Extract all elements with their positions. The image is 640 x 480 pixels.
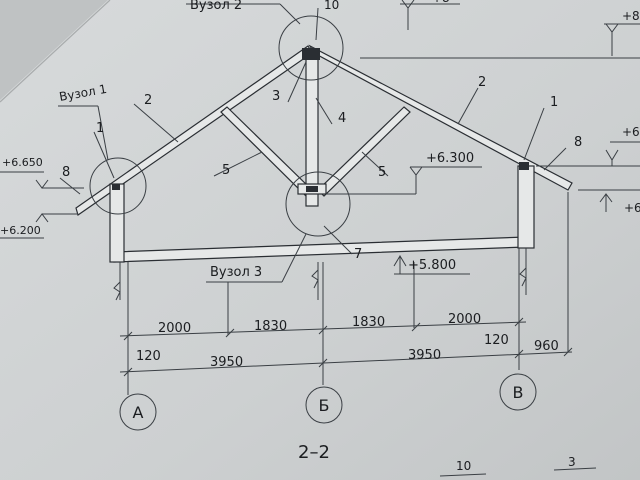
node-left-leader-tail [97,105,109,161]
elevation-right-eave: +6 [536,125,640,167]
node-bottom-leader-tail [281,233,307,283]
mark-node-right: 1 [550,95,558,110]
elevation-ridge-top-label: +8 [432,0,450,5]
mark-8-left: 8 [62,165,70,180]
top-partial-number: 10 [324,0,339,12]
ridge-block [302,48,320,60]
dim-1830-right: 1830 [352,315,385,330]
node-circle-left [89,157,147,215]
mark-node-left: 1 [96,121,104,136]
mark-strut-left: 5 [222,163,230,178]
elevation-beam-label: +5.800 [408,258,456,273]
break-mark-left [113,281,121,301]
elevation-beam: +5.800 [393,255,470,275]
dimension-chain-lower [119,347,573,377]
node-circle-bottom [285,171,351,237]
elevation-left-eave: +6.650 [0,156,84,189]
mark-8-right: 8 [574,135,582,150]
elevation-right-lower-label: +6 [624,201,640,215]
mark-leader-8-right [543,147,567,171]
dim-2000-right: 2000 [448,312,481,327]
mark-rafter-right: 2 [478,75,486,90]
elevation-right-top-label: +8 [622,9,640,23]
axis-label-c: В [513,383,524,402]
top-number-leader [315,7,319,41]
elevation-tie-label: +6.300 [426,151,474,166]
node-circle-top [278,15,344,81]
axis-label-b: Б [319,396,330,415]
break-mark-right [519,267,527,287]
bottom-mark-10: 10 [456,459,471,473]
mark-rafter-left: 2 [144,93,152,108]
section-title: 2–2 [298,442,330,463]
wall-post-right [517,162,535,249]
dim-2000-left: 2000 [158,321,191,336]
elevation-ridge-top: +8 [400,0,460,30]
axis-bubble-a: А [119,393,157,431]
tie-block [297,183,327,195]
node-bottom-label: Вузол 3 [210,265,262,280]
elevation-left-lower-label: +6.200 [0,224,41,237]
mark-leader-node-left [93,131,115,179]
elevation-left-eave-label: +6.650 [2,156,43,169]
page-fold-shadow [0,0,108,100]
dim-120-right: 120 [484,333,509,348]
dim-3950-right: 3950 [408,348,441,363]
elevation-right-top: +8 [360,9,640,59]
axis-label-a: А [133,403,144,422]
axis-bubble-b: Б [305,386,343,424]
dim-120-left: 120 [136,349,161,364]
mark-strut-right: 5 [378,165,386,180]
node-top-leader-tail [279,3,301,25]
mark-leader-bottom [323,225,353,255]
dim-1830-left: 1830 [254,319,287,334]
elevation-right-lower: +6 [578,189,640,215]
dimension-chain-upper [119,317,527,341]
mark-leader-rafter-left [133,103,179,143]
dim-3950-left: 3950 [210,355,243,370]
mark-leader-ridge [287,61,307,103]
mark-leader-8-left [59,177,81,195]
mark-leader-rafter-right [457,87,479,125]
elevation-left-lower: +6.200 [0,213,78,239]
bottom-mark-10-line [439,473,487,477]
mark-leader-strut-left [213,151,263,177]
mark-post: 4 [338,111,346,126]
axis-bubble-c: В [499,373,537,411]
mark-ridge: 3 [272,89,280,104]
mark-leader-strut-right [361,151,389,177]
wall-post-left [109,183,125,263]
strut-right [317,106,411,197]
dim-960: 960 [534,339,559,354]
mark-leader-node-right [523,107,545,161]
page-edge [0,0,111,103]
mark-leader-post [315,97,333,125]
break-mark-center [311,269,319,289]
node-top-label: Вузол 2 [190,0,242,13]
mark-bottom: 7 [354,247,362,262]
bottom-mark-3-line [553,467,597,471]
elevation-tie: +6.300 [326,151,482,195]
bottom-mark-3: 3 [568,455,576,469]
elevation-right-eave-label: +6 [622,125,640,139]
